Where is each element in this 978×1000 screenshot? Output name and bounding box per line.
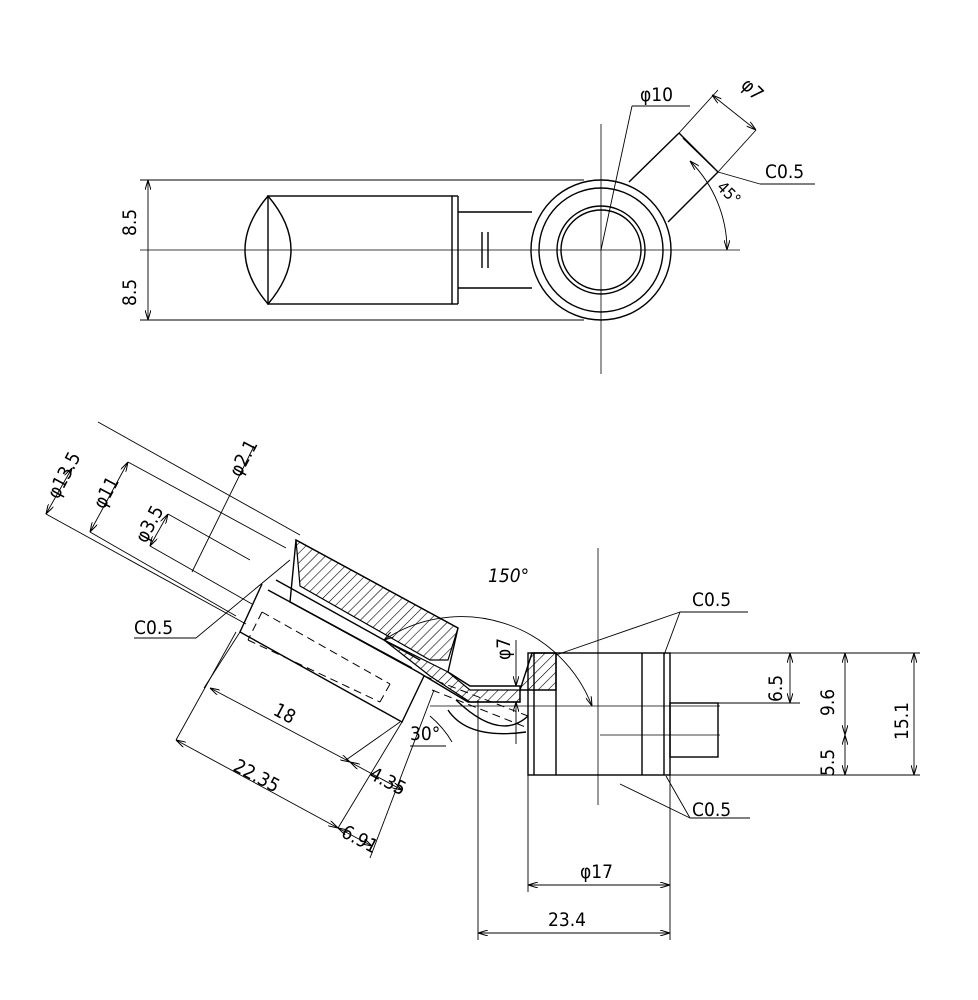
dim-length-4-35: 4.35 [366, 763, 410, 800]
dim-phi13-5: φ13.5 [43, 448, 86, 502]
dim-phi17: φ17 [580, 861, 613, 883]
dim-c05-right-bottom: C0.5 [692, 799, 731, 821]
dim-phi10: φ10 [640, 84, 673, 106]
dim-angle-30: 30° [410, 723, 440, 745]
dim-c05-right-top: C0.5 [692, 589, 731, 611]
dim-height-9-6: 9.6 [817, 689, 839, 716]
dim-phi2-1: φ2.1 [225, 436, 262, 480]
dim-height-5-5: 5.5 [817, 749, 839, 776]
dim-length-6-91: 6.91 [338, 821, 382, 858]
dim-phi7-mid: φ7 [493, 638, 515, 660]
dim-height-6-5: 6.5 [765, 675, 787, 702]
dim-width-23-4: 23.4 [548, 909, 586, 931]
dim-phi7-top: φ7 [736, 74, 767, 105]
dim-length-18: 18 [270, 699, 300, 729]
dim-phi3-5: φ3.5 [131, 502, 168, 546]
dim-height-8-5-top: 8.5 [119, 209, 141, 236]
dim-length-22-35: 22.35 [230, 755, 284, 797]
section-view: φ13.5 φ11 φ3.5 φ2.1 C0.5 150° φ7 C0.5 C0… [43, 421, 920, 940]
dim-c05-top: C0.5 [765, 161, 804, 183]
dim-c05-left: C0.5 [134, 617, 173, 639]
dim-angle-150: 150° [488, 565, 529, 587]
dim-height-15-1: 15.1 [891, 702, 913, 740]
top-view: φ10 φ7 C0.5 45° 8.5 8.5 [119, 74, 815, 374]
dim-height-8-5-bottom: 8.5 [119, 279, 141, 306]
